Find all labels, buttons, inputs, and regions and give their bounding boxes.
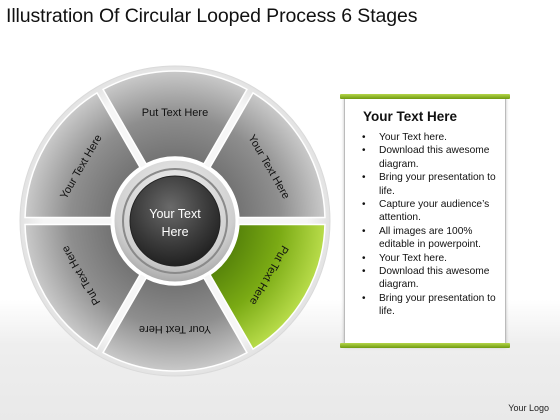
segment: [102, 277, 248, 372]
panel-bottom-bar: [340, 343, 510, 348]
list-item: • Bring your presentation to life.: [357, 292, 509, 319]
bullet-icon: •: [362, 172, 366, 184]
bullet-text: Download this awesome diagram.: [379, 145, 490, 170]
bullet-text: Bring your presentation to life.: [379, 172, 496, 197]
segment-label: Put Text Here: [142, 107, 208, 119]
bullet-icon: •: [362, 292, 366, 304]
center-label-line1: Your Text: [149, 207, 201, 221]
bullet-list: • Your Text here. • Download this awesome …: [357, 131, 509, 319]
logo-text: Your Logo: [508, 403, 549, 413]
page-title: Illustration Of Circular Looped Process …: [6, 5, 418, 27]
segment-highlighted: [208, 223, 326, 351]
segment: [102, 70, 248, 165]
bullet-icon: •: [362, 225, 366, 237]
bullet-icon: •: [362, 145, 366, 157]
segment: [24, 91, 142, 219]
bullet-text: Capture your audience’s attention.: [379, 199, 490, 224]
segment: [24, 223, 142, 351]
list-item: • Your Text here.: [357, 252, 509, 265]
list-item: • Bring your presentation to life.: [357, 171, 509, 198]
list-item: • Download this awesome diagram.: [357, 265, 509, 292]
inner-ring-edge: [122, 168, 228, 274]
bullet-icon: •: [362, 132, 366, 143]
list-item: • Capture your audience’s attention.: [357, 198, 509, 225]
list-item: • Download this awesome diagram.: [357, 144, 509, 171]
panel-heading: Your Text Here: [363, 109, 458, 124]
bullet-icon: •: [362, 252, 366, 264]
list-item: • All images are 100% editable in powerpo…: [357, 225, 509, 252]
bullet-text: All images are 100% editable in powerpoi…: [379, 225, 481, 251]
bullet-text: Your Text here.: [379, 252, 447, 264]
text-panel: Your Text Here • Your Text here. • Downloa…: [340, 94, 510, 348]
panel-top-bar: [340, 94, 510, 99]
bullet-icon: •: [362, 266, 366, 278]
segment-label: Your Text Here: [139, 323, 211, 335]
bullet-text: Bring your presentation to life.: [379, 292, 496, 318]
bullet-text: Your Text here.: [379, 132, 447, 143]
bullet-text: Download this awesome diagram.: [379, 266, 490, 291]
panel-card: Your Text Here • Your Text here. • Downloa…: [344, 96, 506, 346]
bullet-icon: •: [362, 199, 366, 211]
list-item: • Your Text here.: [357, 131, 509, 144]
center-circle: [129, 175, 221, 267]
center-label-line2: Here: [161, 225, 188, 239]
segment: [208, 91, 326, 219]
